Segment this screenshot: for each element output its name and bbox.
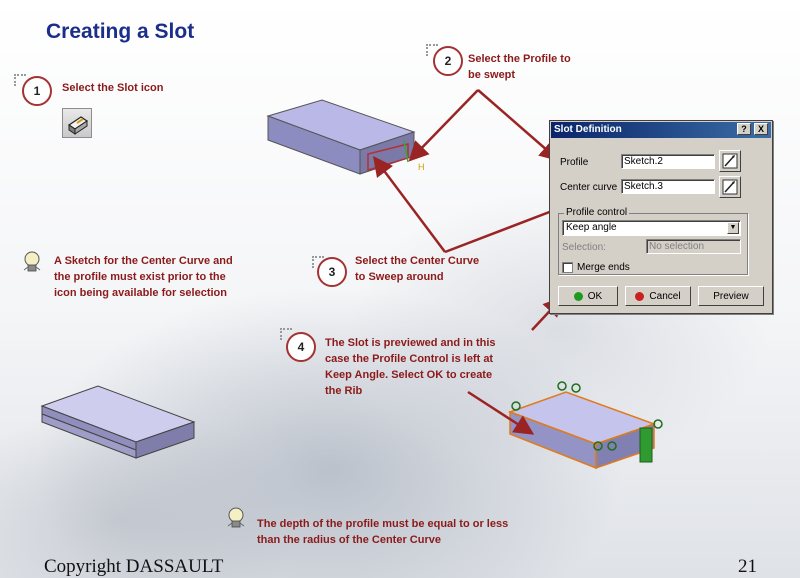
step-4-text: The Slot is previewed and in this case t… bbox=[325, 337, 496, 397]
footer-copyright: Copyright DASSAULT bbox=[44, 556, 224, 577]
center-curve-selector-button[interactable] bbox=[719, 176, 741, 198]
profile-field[interactable]: Sketch.2 bbox=[621, 154, 715, 169]
chevron-down-icon[interactable]: ▼ bbox=[727, 222, 739, 234]
step-dots bbox=[312, 256, 324, 268]
preview-button[interactable]: Preview bbox=[698, 286, 764, 306]
help-button[interactable]: ? bbox=[737, 123, 751, 135]
lightbulb-icon bbox=[22, 250, 42, 274]
profile-label: Profile bbox=[560, 157, 589, 168]
selection-label: Selection: bbox=[562, 242, 606, 253]
tip-1-text: A Sketch for the Center Curve and the pr… bbox=[54, 255, 233, 299]
step-2-text: Select the Profile to be swept bbox=[468, 53, 571, 81]
selection-field: No selection bbox=[646, 239, 741, 254]
step-4-badge: 4 bbox=[286, 332, 316, 362]
slot-tool-icon[interactable] bbox=[62, 108, 92, 138]
slot-definition-dialog: Slot Definition ? X Profile Sketch.2 Cen… bbox=[549, 120, 773, 314]
selector-icon bbox=[722, 179, 738, 195]
step-3-text: Select the Center Curve to Sweep around bbox=[355, 255, 480, 283]
step-dots bbox=[280, 328, 292, 340]
step-1-badge: 1 bbox=[22, 76, 52, 106]
profile-control-group bbox=[558, 213, 748, 275]
tip-2-text: The depth of the profile must be equal t… bbox=[257, 518, 509, 546]
dialog-title: Slot Definition bbox=[554, 124, 622, 135]
lightbulb-icon bbox=[226, 506, 246, 530]
step-1-text: Select the Slot icon bbox=[62, 82, 164, 94]
page-number: 21 bbox=[738, 556, 757, 577]
close-button[interactable]: X bbox=[754, 123, 768, 135]
merge-ends-label: Merge ends bbox=[577, 262, 630, 273]
selector-icon bbox=[722, 153, 738, 169]
step-3-badge: 3 bbox=[317, 257, 347, 287]
ok-button[interactable]: OK bbox=[558, 286, 618, 306]
page-title: Creating a Slot bbox=[46, 20, 195, 43]
center-curve-label: Center curve bbox=[560, 182, 618, 193]
profile-control-value: Keep angle bbox=[566, 222, 617, 233]
svg-text:H: H bbox=[418, 162, 425, 172]
profile-control-dropdown[interactable]: Keep angle ▼ bbox=[562, 220, 741, 236]
step-2-badge: 2 bbox=[433, 46, 463, 76]
step-dots bbox=[14, 74, 26, 86]
cancel-button[interactable]: Cancel bbox=[625, 286, 691, 306]
profile-control-label: Profile control bbox=[564, 207, 630, 218]
dialog-titlebar[interactable]: Slot Definition bbox=[551, 122, 771, 138]
part-model-result bbox=[40, 385, 196, 459]
ok-dot-icon bbox=[573, 291, 583, 301]
profile-selector-button[interactable] bbox=[719, 150, 741, 172]
cancel-dot-icon bbox=[635, 291, 645, 301]
merge-ends-checkbox[interactable] bbox=[562, 262, 573, 273]
center-curve-field[interactable]: Sketch.3 bbox=[621, 179, 715, 194]
step-dots bbox=[426, 44, 438, 56]
